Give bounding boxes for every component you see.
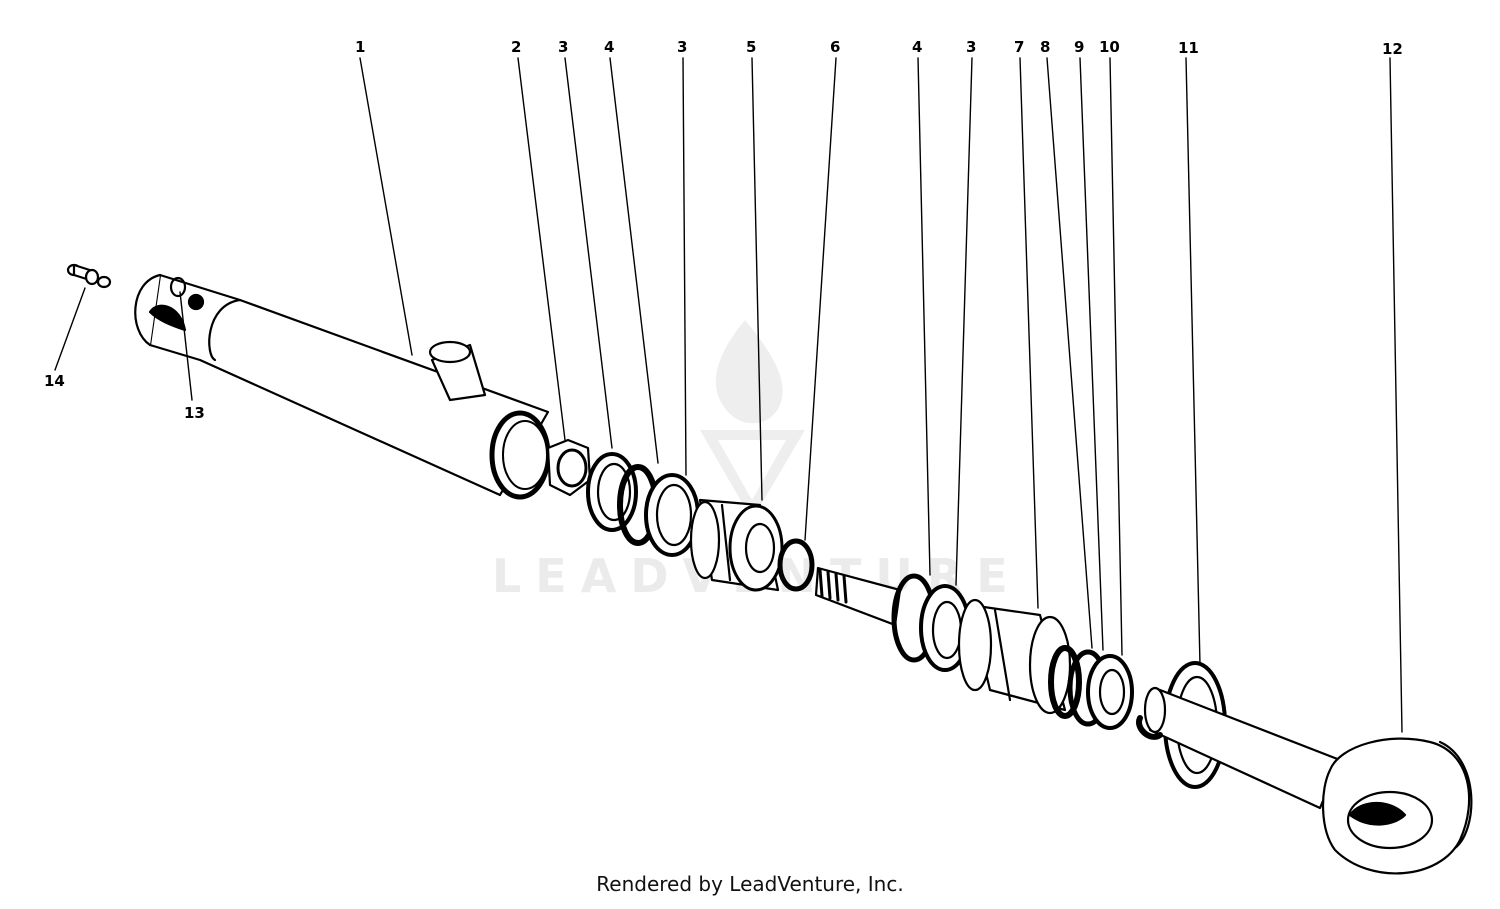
part-2-nut — [546, 438, 592, 497]
part-10-nut — [1086, 654, 1134, 730]
callout-10: 10 — [1099, 38, 1120, 56]
callout-12: 12 — [1382, 40, 1403, 58]
callout-9: 9 — [1074, 38, 1084, 56]
part-8-o-ring — [1048, 645, 1082, 719]
callout-labels: 1 2 3 4 3 5 6 4 3 7 8 9 10 11 12 13 14 — [44, 38, 1403, 422]
part-14-grease-fitting — [66, 263, 112, 289]
watermark-flame-icon — [715, 320, 783, 424]
callout-7: 7 — [1014, 38, 1024, 56]
callout-3b: 3 — [677, 38, 687, 56]
part-12-rod-eye — [1136, 686, 1473, 875]
callout-2: 2 — [511, 38, 521, 56]
callout-8: 8 — [1040, 38, 1050, 56]
callout-13: 13 — [184, 404, 205, 422]
callout-6: 6 — [830, 38, 840, 56]
part-7-piston — [957, 598, 1072, 715]
callout-14: 14 — [44, 372, 65, 390]
watermark-v-icon — [700, 430, 805, 520]
part-13-o-ring — [169, 276, 187, 298]
callout-5: 5 — [746, 38, 756, 56]
callout-3a: 3 — [558, 38, 568, 56]
callout-4b: 4 — [912, 38, 922, 56]
footer-credit: Rendered by LeadVenture, Inc. — [596, 872, 904, 896]
part-1-cylinder-barrel — [134, 273, 551, 500]
part-5-gland — [689, 498, 784, 592]
callout-11: 11 — [1178, 39, 1199, 57]
callout-4a: 4 — [604, 38, 614, 56]
part-6-o-ring — [777, 538, 815, 592]
leader-lines — [54, 57, 1403, 733]
callout-1: 1 — [355, 38, 365, 56]
callout-3c: 3 — [966, 38, 976, 56]
